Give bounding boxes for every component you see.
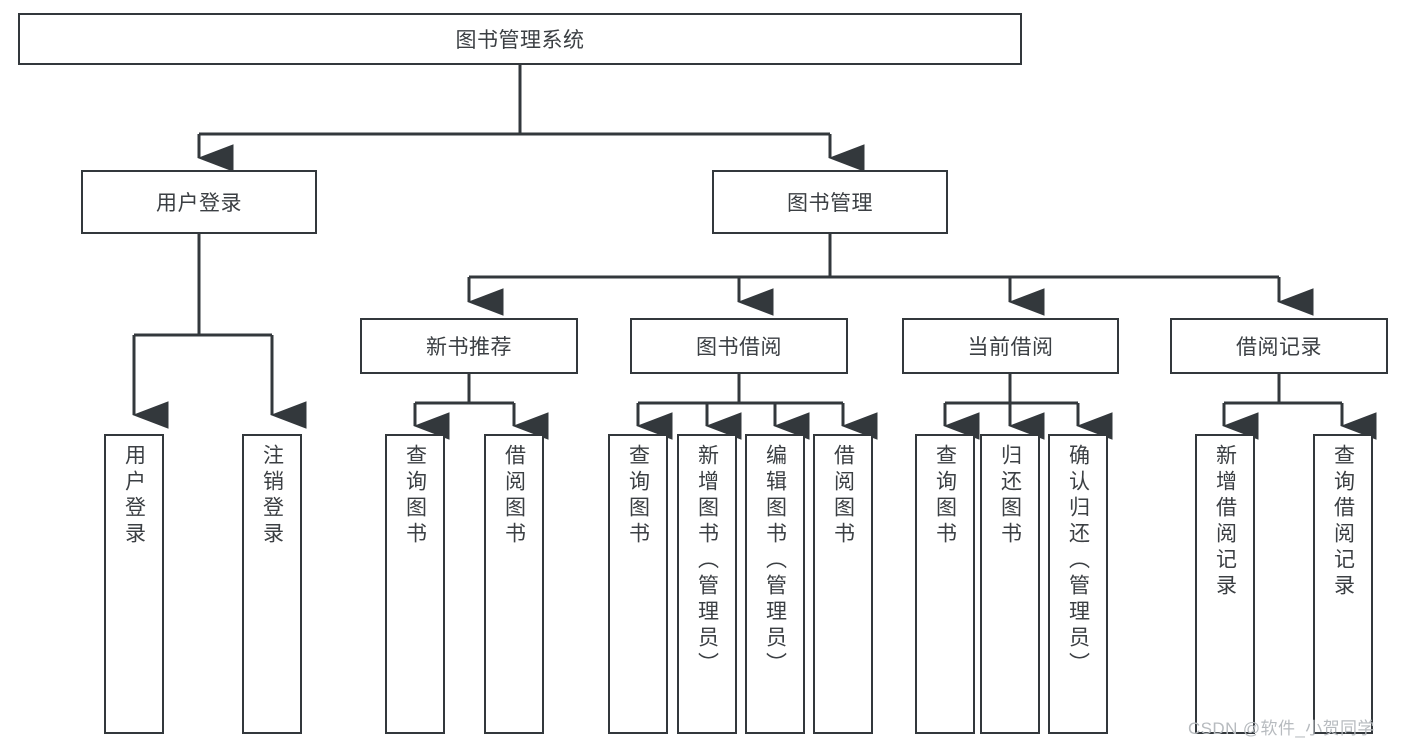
node-book-management[interactable]: 图书管理 [712, 170, 948, 234]
node-new-book-recommend[interactable]: 新书推荐 [360, 318, 578, 374]
leaf-new-book-borrow[interactable]: 借阅图书 [484, 434, 544, 734]
node-label: 查询图书 [403, 444, 427, 548]
node-label: 查询图书 [933, 444, 957, 548]
node-root-book-management-system[interactable]: 图书管理系统 [18, 13, 1022, 65]
leaf-book-borrow-borrow[interactable]: 借阅图书 [813, 434, 873, 734]
leaf-borrow-record-add[interactable]: 新增借阅记录 [1195, 434, 1255, 734]
node-label: 用户登录 [122, 444, 146, 548]
node-label: 图书管理 [787, 192, 873, 215]
node-label: 查询借阅记录 [1331, 444, 1355, 600]
node-book-borrow[interactable]: 图书借阅 [630, 318, 848, 374]
node-label: 用户登录 [156, 192, 242, 215]
watermark: CSDN @软件_小贺同学 [1188, 719, 1375, 738]
leaf-current-borrow-return[interactable]: 归还图书 [980, 434, 1040, 734]
node-label: 编辑图书（管理员） [763, 444, 787, 678]
leaf-current-borrow-query[interactable]: 查询图书 [915, 434, 975, 734]
node-user-login[interactable]: 用户登录 [81, 170, 317, 234]
leaf-current-borrow-confirm-return[interactable]: 确认归还（管理员） [1048, 434, 1108, 734]
node-label: 借阅图书 [831, 444, 855, 548]
node-label: 新增图书（管理员） [695, 444, 719, 678]
leaf-user-login-login[interactable]: 用户登录 [104, 434, 164, 734]
leaf-borrow-record-query[interactable]: 查询借阅记录 [1313, 434, 1373, 734]
leaf-user-login-logout[interactable]: 注销登录 [242, 434, 302, 734]
leaf-book-borrow-query[interactable]: 查询图书 [608, 434, 668, 734]
node-label: 确认归还（管理员） [1066, 444, 1090, 678]
node-label: 图书管理系统 [455, 29, 585, 52]
node-label: 借阅图书 [502, 444, 526, 548]
node-label: 当前借阅 [967, 336, 1054, 359]
node-borrow-record[interactable]: 借阅记录 [1170, 318, 1388, 374]
node-label: 注销登录 [260, 444, 284, 548]
leaf-new-book-query[interactable]: 查询图书 [385, 434, 445, 734]
node-label: 图书借阅 [696, 336, 782, 359]
node-label: 借阅记录 [1236, 336, 1322, 359]
node-label: 归还图书 [998, 444, 1022, 548]
node-label: 新增借阅记录 [1213, 444, 1237, 600]
leaf-book-borrow-add[interactable]: 新增图书（管理员） [677, 434, 737, 734]
node-current-borrow[interactable]: 当前借阅 [902, 318, 1119, 374]
leaf-book-borrow-edit[interactable]: 编辑图书（管理员） [745, 434, 805, 734]
node-label: 新书推荐 [426, 336, 512, 359]
node-label: 查询图书 [626, 444, 650, 548]
